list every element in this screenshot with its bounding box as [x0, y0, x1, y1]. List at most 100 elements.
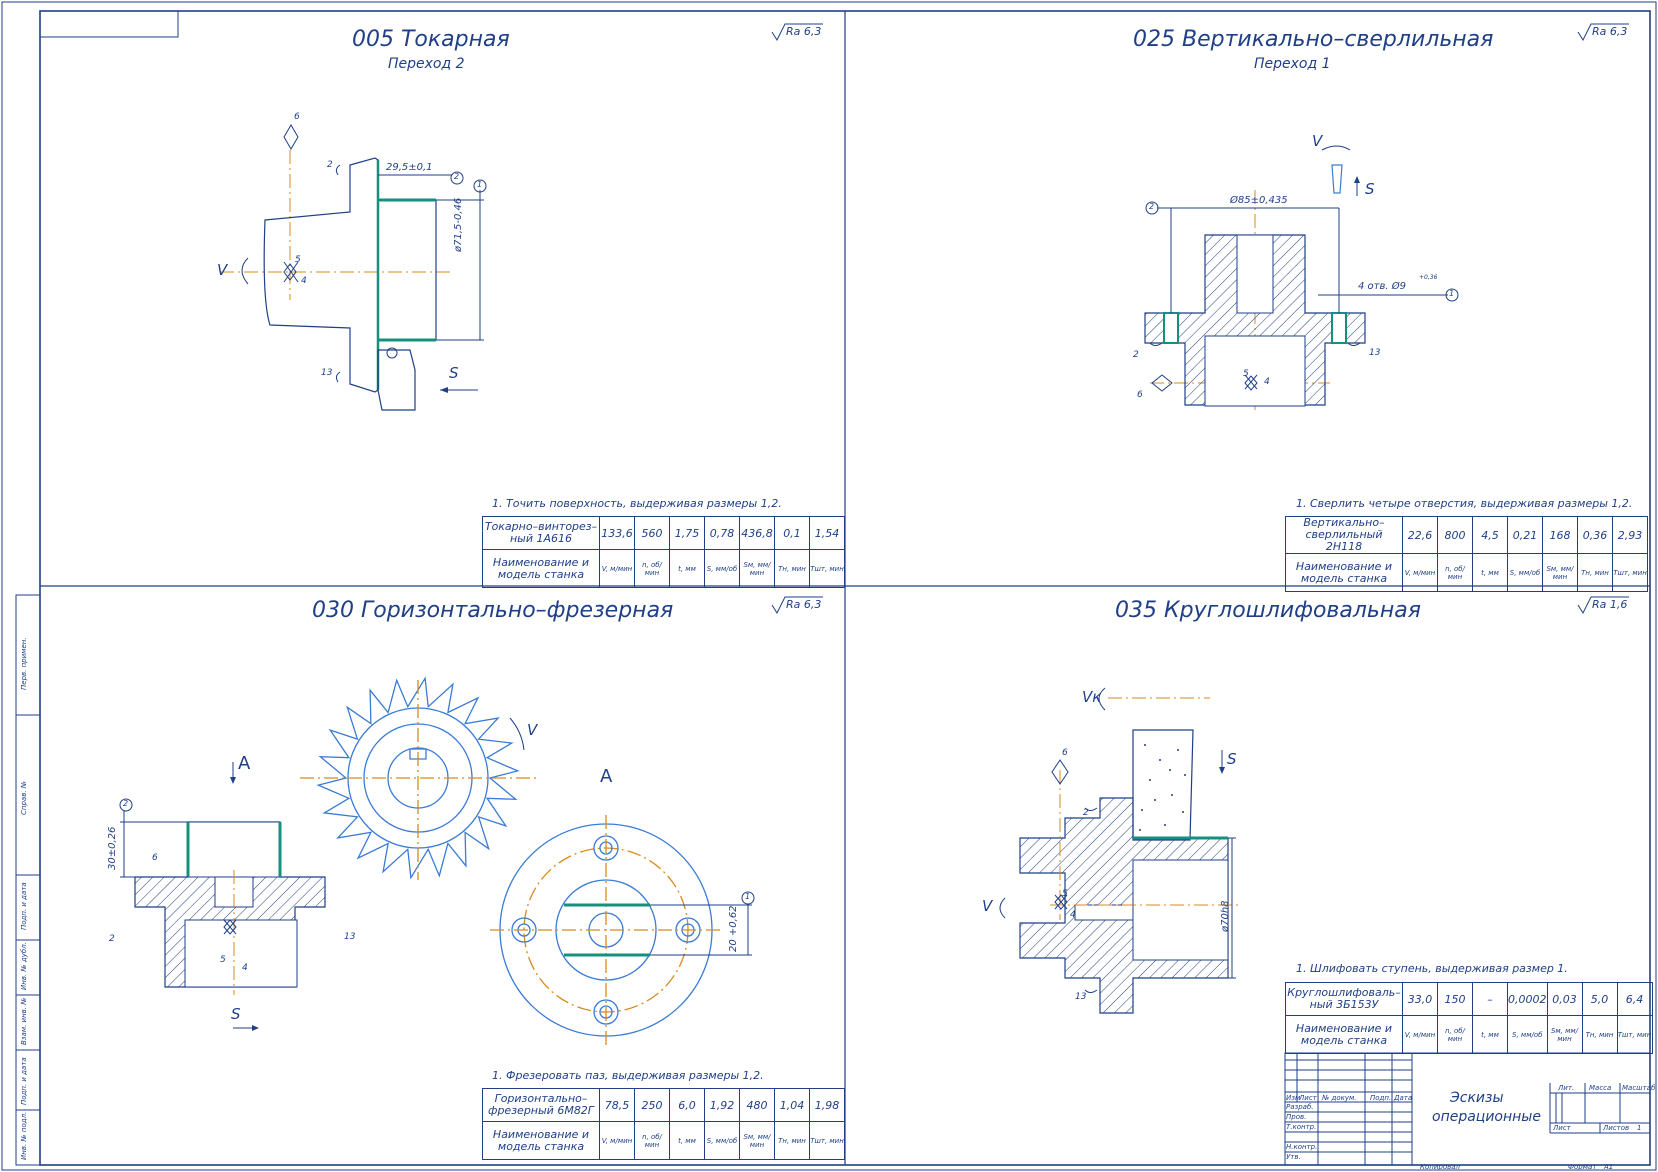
tb-col-date: Дата: [1394, 1094, 1413, 1102]
op005-s: S: [449, 364, 459, 382]
op035-n5: 5: [1062, 889, 1068, 899]
tb-sheets: Листов: [1603, 1124, 1630, 1132]
op030-n4: 4: [242, 963, 248, 973]
tb-scale: Масштаб: [1622, 1084, 1656, 1092]
machine-cell: Горизонтально–фрезерный 6М82Г: [482, 1088, 600, 1122]
wheel-grain: [1139, 744, 1186, 831]
op005-dim1: 29,5±0,1: [386, 162, 433, 173]
op035-n6: 6: [1062, 748, 1068, 758]
op030-dim1: 30±0,26: [107, 826, 118, 870]
header-cell: t, мм: [1472, 553, 1508, 592]
dim-callout-circle: [450, 171, 464, 185]
op035-roughness: Ra 1,6: [1592, 598, 1628, 611]
tb-row-utv: Утв.: [1286, 1153, 1301, 1161]
machine-cell: Круглошлифоваль–ный 3Б153У: [1285, 982, 1403, 1016]
op005-sketch: [220, 23, 823, 411]
value-cell: 0,36: [1577, 516, 1613, 554]
base-symbol: [223, 919, 237, 935]
roughness-symbol: [1577, 596, 1629, 615]
value-cell: 436,8: [739, 516, 775, 550]
op005-mode-table: Токарно–винторез–ный 1А616 133,6 560 1,7…: [482, 516, 845, 588]
op005-n5: 5: [295, 255, 301, 265]
rotation-arrow: [241, 257, 249, 285]
tool-insert: [386, 347, 398, 359]
rotation-arrow: [1321, 145, 1351, 151]
machine-cell: Вертикально–сверлильный 2Н118: [1285, 516, 1403, 554]
value-cell: 2,93: [1612, 516, 1648, 554]
value-cell: 480: [739, 1088, 775, 1122]
value-cell: 78,5: [599, 1088, 635, 1122]
header-cell: Sм, мм/мин: [739, 549, 775, 588]
header-cell: Tн, мин: [774, 1121, 810, 1160]
op030-n2: 2: [109, 934, 115, 944]
op030-a1: А: [238, 753, 251, 774]
op005-n6: 6: [294, 112, 300, 122]
header-cell: S, мм/об: [704, 549, 740, 588]
dim-callout-circle: [473, 179, 487, 193]
bore: [1132, 859, 1229, 961]
dim-callout-circle: [1145, 201, 1159, 215]
op035-n2: 2: [1083, 808, 1089, 818]
rotation-arrow: [509, 717, 525, 751]
value-cell: 168: [1542, 516, 1578, 554]
header-cell: Наименование и модель станка: [482, 549, 600, 588]
rotation-arrow: [1098, 687, 1106, 711]
value-cell: 0,78: [704, 516, 740, 550]
op005-n4: 4: [301, 276, 307, 286]
value-cell: 6,0: [669, 1088, 705, 1122]
stamp-perv-primen: Перв. примен.: [20, 637, 28, 690]
value-cell: 250: [634, 1088, 670, 1122]
header-cell: S, мм/об: [1507, 1015, 1548, 1054]
tb-row-prov: Пров.: [1286, 1113, 1307, 1121]
header-cell: S, мм/об: [704, 1121, 740, 1160]
op030-dim2: 20 +0,62: [728, 905, 739, 952]
tb-mass: Масса: [1589, 1084, 1612, 1092]
op030-mode-table: Горизонтально–фрезерный 6М82Г 78,5 250 6…: [482, 1088, 845, 1160]
op030-n13: 13: [344, 932, 356, 942]
base-symbol: [283, 124, 299, 150]
base-symbol: [1151, 374, 1173, 392]
value-cell: 1,92: [704, 1088, 740, 1122]
header-cell: n, об/мин: [1437, 1015, 1473, 1054]
header-cell: n, об/мин: [1437, 553, 1473, 592]
op035-dia: ø70h8: [1220, 900, 1231, 932]
roughness-symbol: [771, 23, 823, 42]
view-a: [490, 815, 720, 1045]
tb-sheet: Лист: [1553, 1124, 1571, 1132]
tb-row-razrab: Разраб.: [1286, 1103, 1314, 1111]
op025-holes: 4 отв. Ø9: [1358, 281, 1406, 292]
op025-v: V: [1312, 132, 1323, 150]
drill-bit: [1331, 164, 1343, 194]
part-section: [1144, 234, 1366, 406]
part-outline: [263, 157, 379, 393]
header-cell: Наименование и модель станка: [1285, 553, 1403, 592]
op025-dim1: Ø85±0,435: [1230, 195, 1288, 206]
stamp-inv-podl: Инв. № подл.: [20, 1111, 28, 1160]
op005-c1: 1: [477, 180, 483, 189]
header-cell: Sм, мм/мин: [1542, 553, 1578, 592]
op030-n5: 5: [220, 955, 226, 965]
op025-title: 025 Вертикально–сверлильная: [1133, 27, 1494, 52]
header-cell: Tшт, мин: [1616, 1015, 1653, 1054]
op025-sketch: [1144, 23, 1629, 410]
milling-cutter: [300, 676, 540, 880]
tb-col-sign: Подп.: [1370, 1094, 1392, 1102]
header-cell: V, м/мин: [599, 1121, 635, 1160]
tb-row-tkontr: Т.контр.: [1286, 1123, 1317, 1131]
value-cell: 0,03: [1546, 982, 1583, 1016]
machine-cell: Токарно–винторез–ный 1А616: [482, 516, 600, 550]
dim-callout-circle: [741, 891, 755, 905]
op005-subtitle: Переход 2: [388, 56, 465, 72]
op025-n6: 6: [1137, 390, 1143, 400]
op035-title: 035 Круглошлифовальная: [1115, 598, 1422, 623]
header-cell: V, м/мин: [1402, 1015, 1438, 1054]
header-cell: V, м/мин: [599, 549, 635, 588]
header-cell: S, мм/об: [1507, 553, 1543, 592]
tb-copied: Копировал: [1420, 1163, 1460, 1171]
value-cell: 1,04: [774, 1088, 810, 1122]
tb-sheets-value: 1: [1637, 1124, 1642, 1132]
op030-roughness: Ra 6,3: [786, 598, 822, 611]
tb-row-nkontr: Н.контр.: [1286, 1143, 1318, 1151]
tb-col-doc: № докум.: [1322, 1094, 1357, 1102]
